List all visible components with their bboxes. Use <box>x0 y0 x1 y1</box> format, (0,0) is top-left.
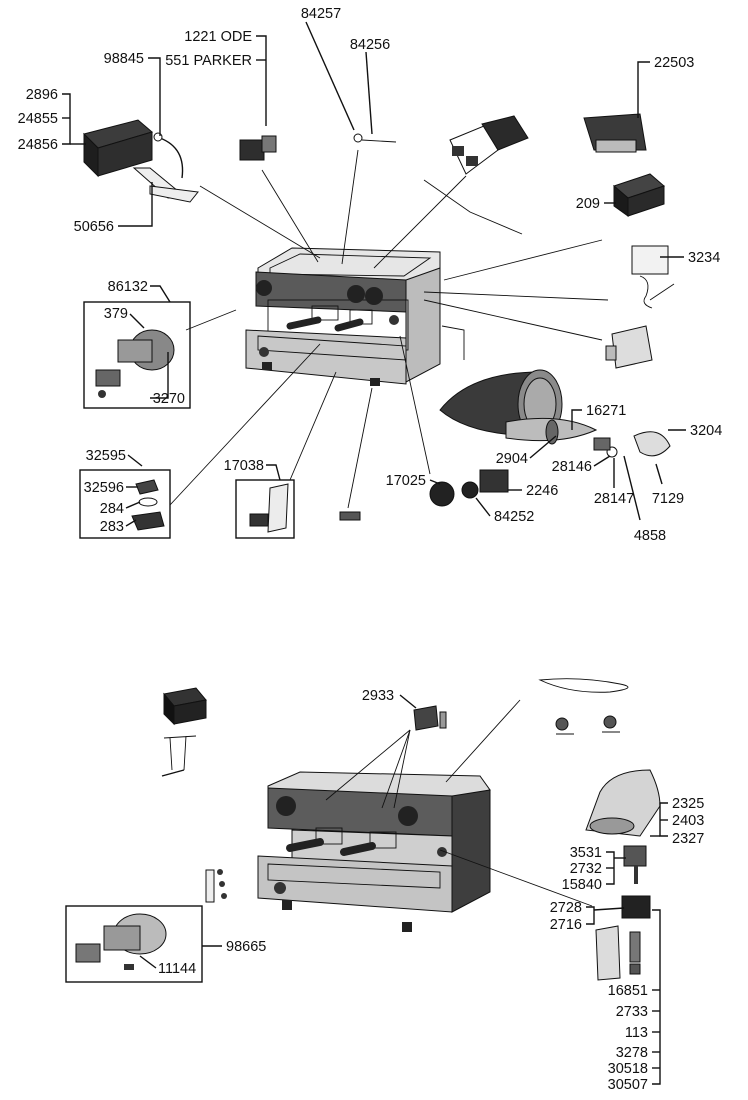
detail-box-bracket <box>235 479 295 539</box>
callouts-top: 2896 24855 24856 98845 50656 1221 ODE 55… <box>18 6 723 544</box>
label-3270: 3270 <box>153 391 185 407</box>
label-3531: 3531 <box>570 845 602 861</box>
label-17025: 17025 <box>386 473 426 489</box>
label-84252: 84252 <box>494 509 534 525</box>
detail-box-pump <box>83 301 191 409</box>
label-3204: 3204 <box>690 423 722 439</box>
label-2904: 2904 <box>496 451 528 467</box>
label-30518: 30518 <box>608 1061 648 1077</box>
label-2896: 2896 <box>26 87 58 103</box>
detail-box-pump-bottom <box>65 905 203 983</box>
label-15840: 15840 <box>562 877 602 893</box>
label-98845: 98845 <box>104 51 144 67</box>
label-2403: 2403 <box>672 813 704 829</box>
label-16851: 16851 <box>608 983 648 999</box>
callouts-bottom: 2933 2325 2403 2327 3531 2732 15840 2728… <box>139 688 704 1093</box>
label-284: 284 <box>100 501 124 517</box>
leader-lines-bottom <box>325 699 593 907</box>
label-17038: 17038 <box>224 458 264 474</box>
label-7129: 7129 <box>652 491 684 507</box>
label-283: 283 <box>100 519 124 535</box>
label-2728: 2728 <box>550 900 582 916</box>
label-2732: 2732 <box>570 861 602 877</box>
label-551-parker: 551 PARKER <box>165 53 252 69</box>
label-28147: 28147 <box>594 491 634 507</box>
label-3234: 3234 <box>688 250 720 266</box>
label-113: 113 <box>625 1025 648 1041</box>
label-32596: 32596 <box>84 480 124 496</box>
label-16271: 16271 <box>586 403 626 419</box>
label-3278: 3278 <box>616 1045 648 1061</box>
leader-lines-top <box>169 149 609 509</box>
label-24855: 24855 <box>18 111 58 127</box>
label-84257: 84257 <box>301 6 341 22</box>
label-84256: 84256 <box>350 37 390 53</box>
label-50656: 50656 <box>74 219 114 235</box>
label-2325: 2325 <box>672 796 704 812</box>
label-28146: 28146 <box>552 459 592 475</box>
label-2246: 2246 <box>526 483 558 499</box>
label-32595: 32595 <box>86 448 126 464</box>
label-98665: 98665 <box>226 939 266 955</box>
label-2933: 2933 <box>362 688 394 704</box>
label-11144: 11144 <box>158 961 196 977</box>
machine-bottom <box>257 771 491 932</box>
detail-box-valve <box>79 469 171 539</box>
machine-top <box>245 247 441 386</box>
label-30507: 30507 <box>608 1077 648 1093</box>
label-2716: 2716 <box>550 917 582 933</box>
label-4858: 4858 <box>634 528 666 544</box>
label-22503: 22503 <box>654 55 694 71</box>
label-2733: 2733 <box>616 1004 648 1020</box>
part-sketches-top <box>83 113 675 521</box>
label-379: 379 <box>104 306 128 322</box>
label-24856: 24856 <box>18 137 58 153</box>
part-sketches-bottom <box>161 678 661 981</box>
label-86132: 86132 <box>108 279 148 295</box>
label-2327: 2327 <box>672 831 704 847</box>
label-1221-ode: 1221 ODE <box>184 29 252 45</box>
label-209: 209 <box>576 196 600 212</box>
